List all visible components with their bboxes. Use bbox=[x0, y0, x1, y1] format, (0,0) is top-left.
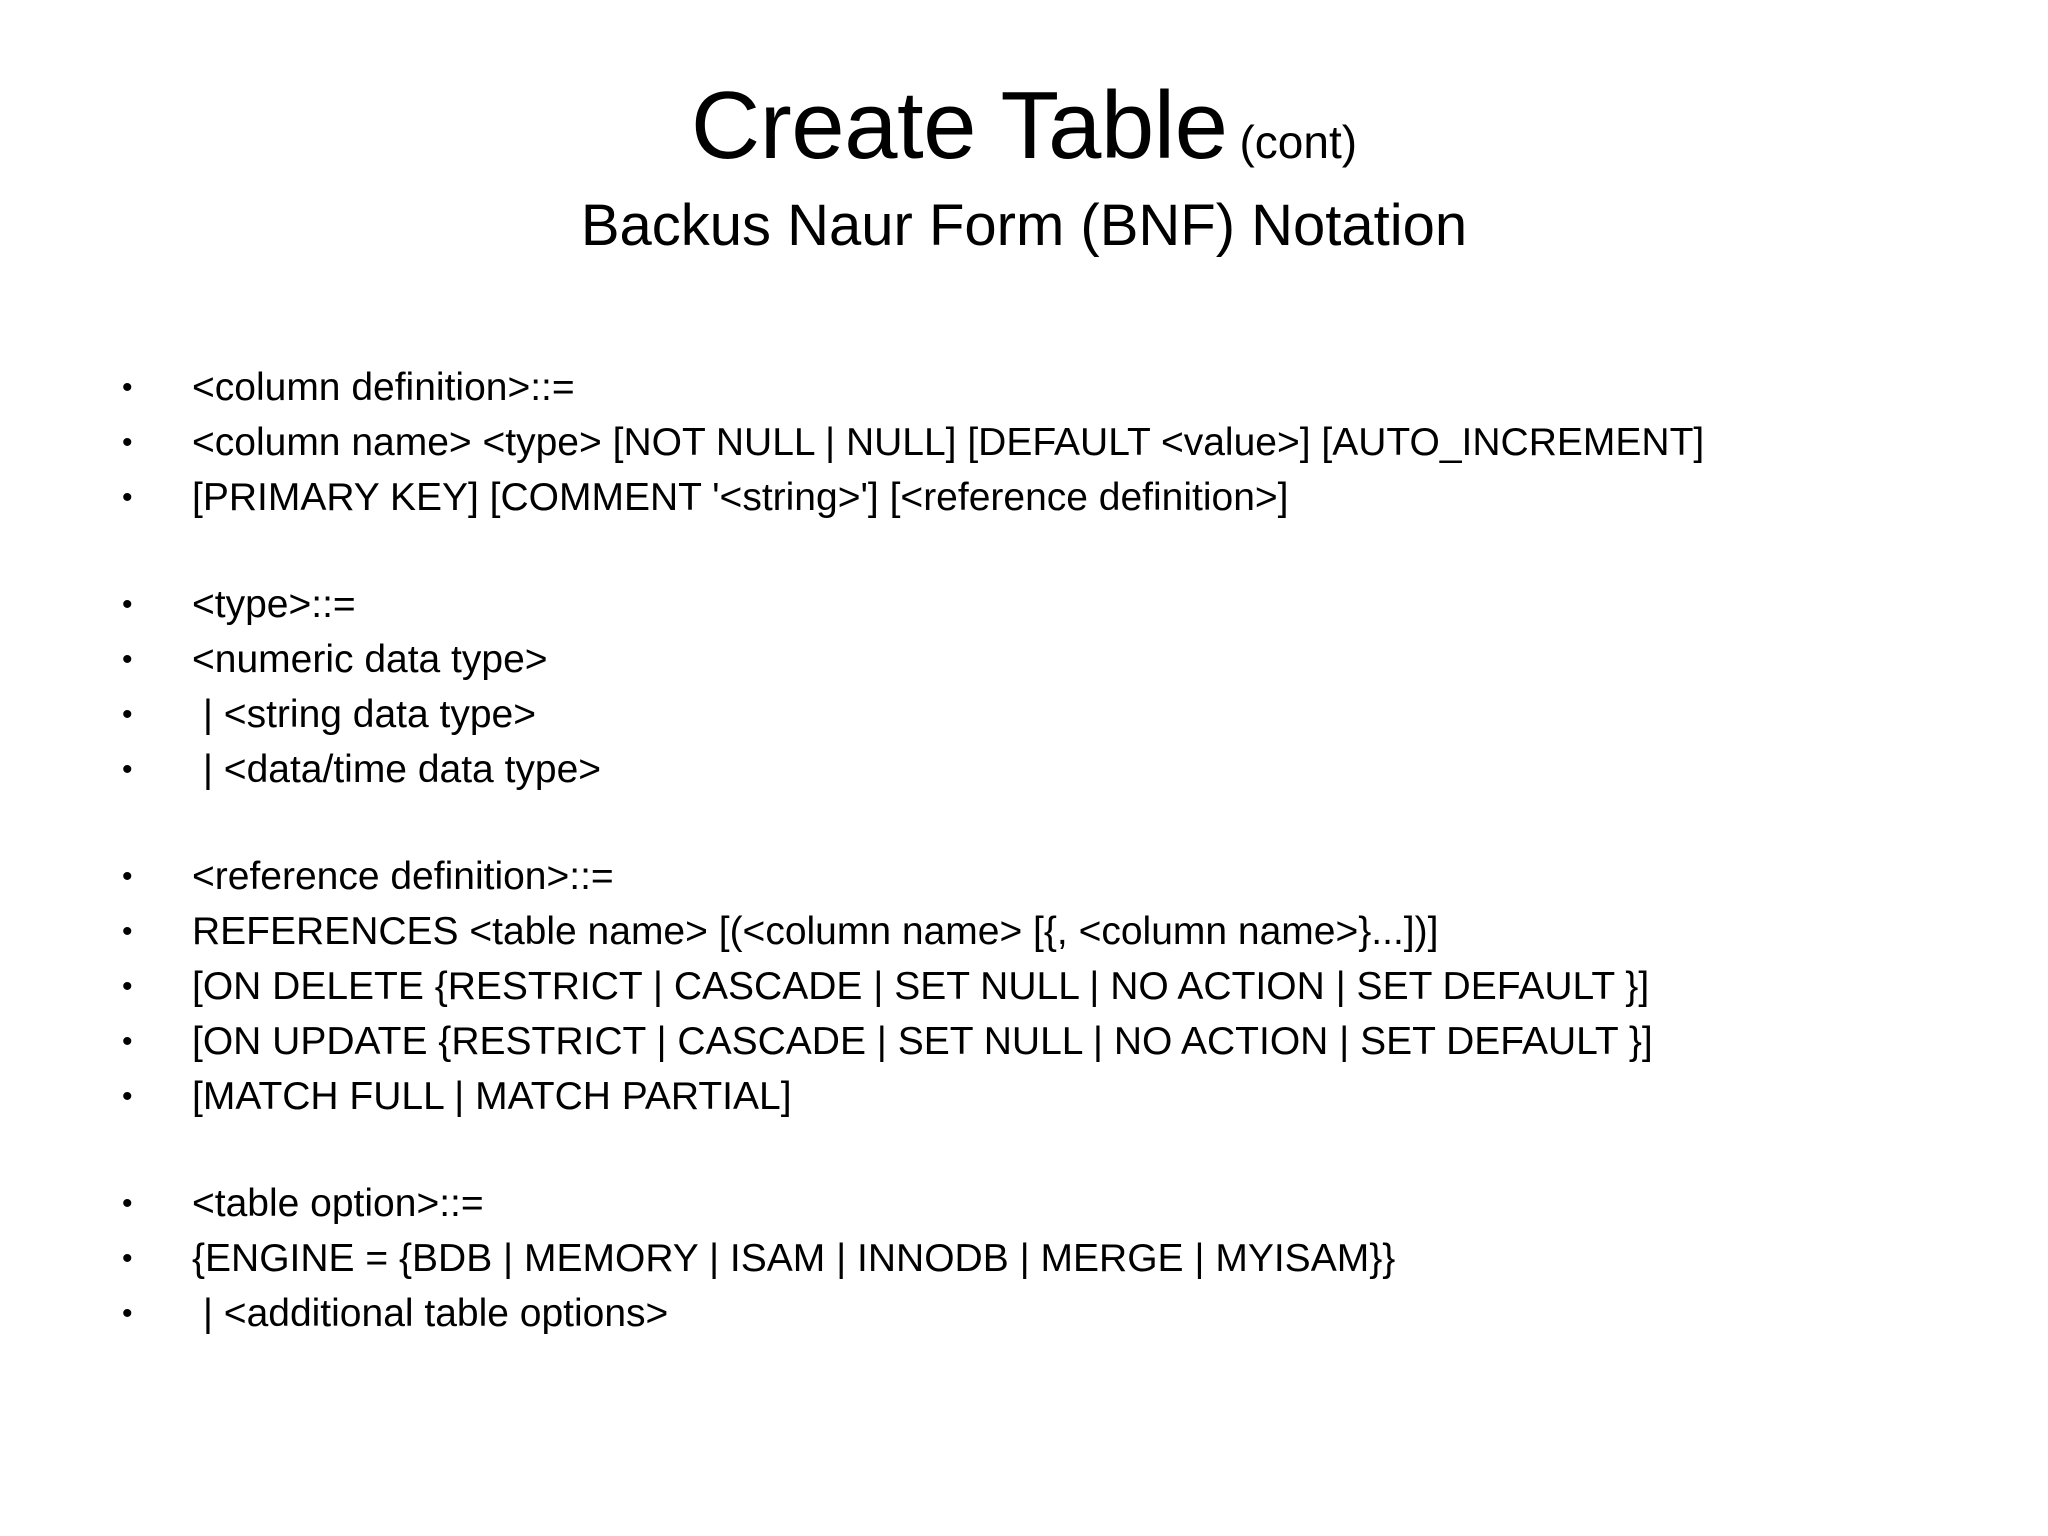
slide-subtitle: Backus Naur Form (BNF) Notation bbox=[580, 193, 1468, 258]
bullet-group-type: • <type>::= • <numeric data type> • | <s… bbox=[104, 579, 1974, 799]
bullet-icon: • bbox=[122, 915, 133, 948]
bullet-text: <column definition>::= bbox=[192, 366, 575, 409]
bullet-text: <column name> <type> [NOT NULL | NULL] [… bbox=[192, 421, 1705, 464]
bullet-icon: • bbox=[122, 698, 133, 731]
list-item: • <reference definition>::= bbox=[104, 851, 1974, 906]
bullet-icon: • bbox=[122, 1242, 133, 1275]
bullet-icon: • bbox=[122, 481, 133, 514]
list-item: • {ENGINE = {BDB | MEMORY | ISAM | INNOD… bbox=[104, 1233, 1974, 1288]
bullet-icon: • bbox=[122, 426, 133, 459]
bullet-text: <type>::= bbox=[192, 583, 356, 626]
bullet-icon: • bbox=[122, 970, 133, 1003]
bullet-group-table-option: • <table option>::= • {ENGINE = {BDB | M… bbox=[104, 1178, 1974, 1343]
bullet-icon: • bbox=[122, 371, 133, 404]
page-title-suffix: (cont) bbox=[1239, 116, 1358, 168]
bullet-group-column-definition: • <column definition>::= • <column name>… bbox=[104, 362, 1974, 527]
list-item: • | <string data type> bbox=[104, 689, 1974, 744]
bullet-body: • <column definition>::= • <column name>… bbox=[104, 362, 1974, 1343]
list-item: • [ON UPDATE {RESTRICT | CASCADE | SET N… bbox=[104, 1016, 1974, 1071]
bullet-icon: • bbox=[122, 860, 133, 893]
bullet-text: [PRIMARY KEY] [COMMENT '<string>'] [<ref… bbox=[192, 476, 1289, 519]
title-block: Create Table(cont) Backus Naur Form (BNF… bbox=[0, 78, 2048, 257]
bullet-icon: • bbox=[122, 1025, 133, 1058]
list-item: • REFERENCES <table name> [(<column name… bbox=[104, 906, 1974, 961]
list-item: • <column definition>::= bbox=[104, 362, 1974, 417]
bullet-text: | <data/time data type> bbox=[192, 748, 602, 791]
bullet-text: <table option>::= bbox=[192, 1182, 484, 1225]
list-item: • <type>::= bbox=[104, 579, 1974, 634]
slide-title: Create Table(cont) bbox=[0, 78, 2048, 174]
list-item: • <numeric data type> bbox=[104, 634, 1974, 689]
list-item: • [MATCH FULL | MATCH PARTIAL] bbox=[104, 1071, 1974, 1126]
bullet-icon: • bbox=[122, 643, 133, 676]
bullet-text: <reference definition>::= bbox=[192, 855, 614, 898]
page-title: Create Table bbox=[690, 72, 1228, 179]
bullet-icon: • bbox=[122, 588, 133, 621]
list-item: • | <additional table options> bbox=[104, 1288, 1974, 1343]
bullet-icon: • bbox=[122, 1297, 133, 1330]
bullet-text: [ON UPDATE {RESTRICT | CASCADE | SET NUL… bbox=[192, 1020, 1653, 1063]
list-item: • | <data/time data type> bbox=[104, 744, 1974, 799]
list-item: • [PRIMARY KEY] [COMMENT '<string>'] [<r… bbox=[104, 472, 1974, 527]
bullet-text: [MATCH FULL | MATCH PARTIAL] bbox=[192, 1075, 792, 1118]
bullet-text: {ENGINE = {BDB | MEMORY | ISAM | INNODB … bbox=[192, 1237, 1396, 1280]
bullet-text: <numeric data type> bbox=[192, 638, 548, 681]
bullet-text: [ON DELETE {RESTRICT | CASCADE | SET NUL… bbox=[192, 965, 1650, 1008]
bullet-icon: • bbox=[122, 753, 133, 786]
bullet-text: | <string data type> bbox=[192, 693, 537, 736]
bullet-icon: • bbox=[122, 1080, 133, 1113]
list-item: • <column name> <type> [NOT NULL | NULL]… bbox=[104, 417, 1974, 472]
list-item: • [ON DELETE {RESTRICT | CASCADE | SET N… bbox=[104, 961, 1974, 1016]
bullet-text: REFERENCES <table name> [(<column name> … bbox=[192, 910, 1439, 953]
list-item: • <table option>::= bbox=[104, 1178, 1974, 1233]
bullet-text: | <additional table options> bbox=[192, 1292, 669, 1335]
bullet-icon: • bbox=[122, 1187, 133, 1220]
bullet-group-reference-definition: • <reference definition>::= • REFERENCES… bbox=[104, 851, 1974, 1126]
